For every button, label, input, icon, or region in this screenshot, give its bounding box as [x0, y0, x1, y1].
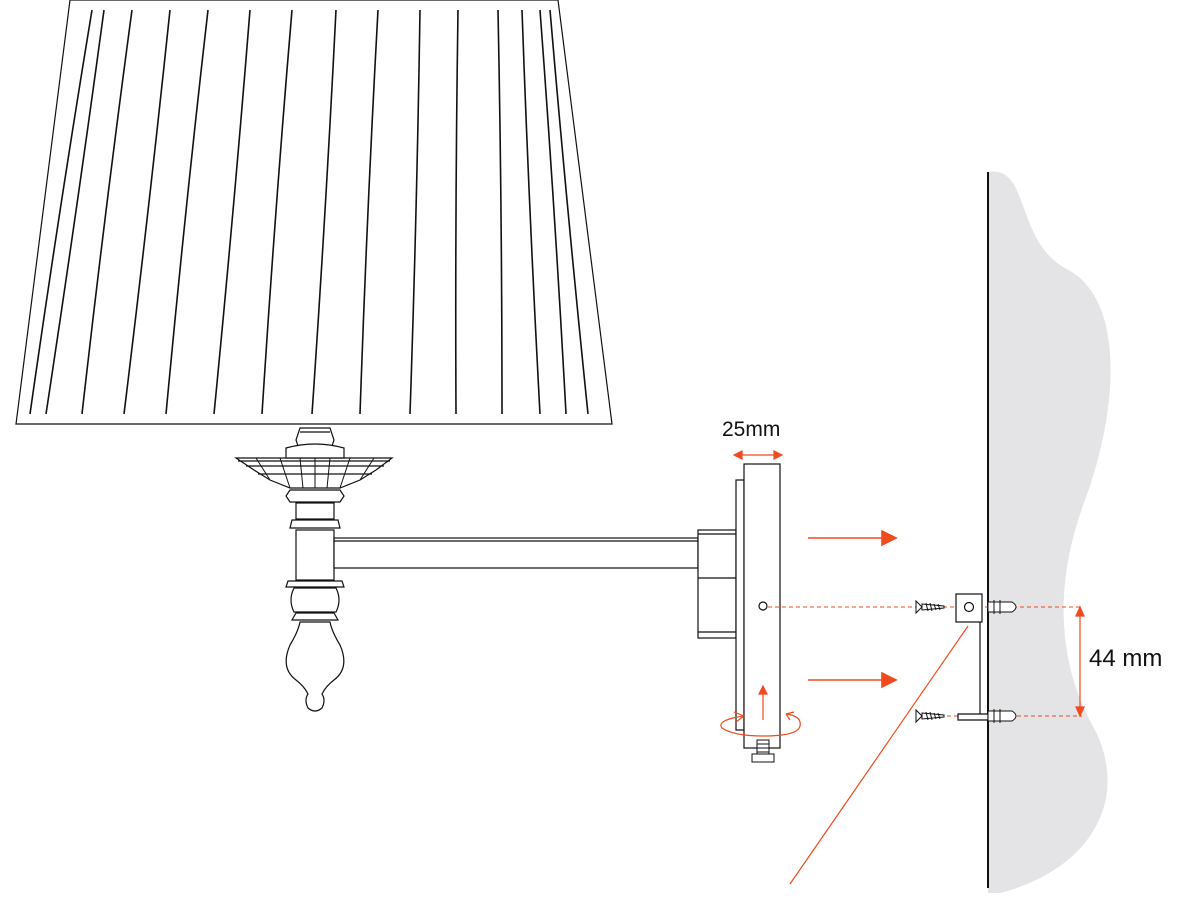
- wall-plugs: [987, 600, 1017, 723]
- wall-silhouette: [988, 171, 1111, 893]
- shade-pleat: [165, 9, 209, 415]
- shade-pleat: [454, 9, 459, 415]
- back-plate: [735, 463, 781, 749]
- lamp-body: [234, 427, 394, 712]
- shade-pleat: [261, 9, 293, 415]
- shade-pleat: [549, 9, 589, 415]
- shade-pleat: [409, 9, 421, 415]
- shade-pleat: [29, 9, 93, 415]
- shade-pleat: [311, 9, 337, 415]
- spacing-dimension-arrow: [1075, 605, 1085, 718]
- bracket-depth-label: 25mm: [722, 418, 781, 441]
- lamp-arm: [333, 529, 737, 639]
- shade-pleat: [539, 9, 567, 415]
- wall-screws: [915, 599, 945, 724]
- fixing-screw-icon: [751, 739, 775, 763]
- depth-dimension-arrow: [732, 450, 784, 460]
- shade-pleat: [81, 9, 133, 415]
- mount-direction-arrows: [808, 529, 898, 689]
- screw-spacing-label: 44 mm: [1089, 645, 1163, 672]
- shade-pleats: [29, 9, 589, 415]
- rotate-tighten-icon: [720, 684, 801, 737]
- mounting-bracket: [955, 593, 989, 721]
- shade-pleat: [359, 9, 379, 415]
- shade-pleat: [123, 9, 171, 415]
- shade-pleat: [213, 9, 251, 415]
- shade-pleat: [521, 9, 541, 415]
- lamp-shade: [15, 0, 613, 425]
- shade-pleat: [45, 9, 105, 415]
- leader-line: [789, 625, 969, 885]
- shade-pleat: [497, 9, 503, 415]
